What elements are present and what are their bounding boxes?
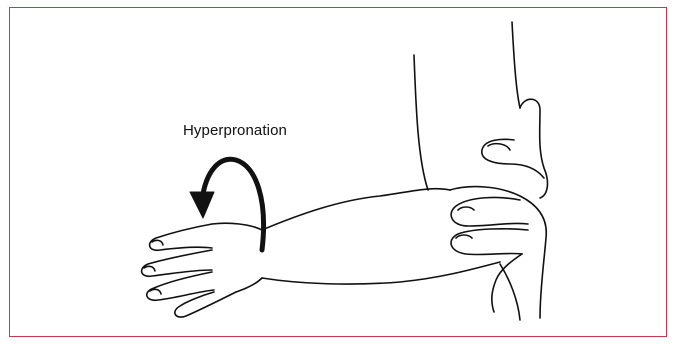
- examiner-thumb: [520, 99, 547, 198]
- patient-wrist-top: [212, 223, 262, 230]
- rotation-arrow-head: [190, 192, 214, 218]
- rotation-arrow-arc: [202, 159, 264, 250]
- patient-fingernail-3: [150, 289, 161, 294]
- patient-finger-1: [150, 224, 212, 250]
- examiner-thumbnail: [488, 144, 510, 150]
- upper-arm-left-contour: [414, 55, 428, 190]
- patient-hand-heel: [236, 278, 262, 292]
- forearm-upper-contour: [262, 189, 450, 230]
- patient-fingernail-2: [144, 266, 155, 271]
- examiner-fingernail-2: [456, 235, 472, 238]
- examiner-finger-1: [451, 198, 528, 226]
- hyperpronation-label: Hyperpronation: [183, 122, 287, 139]
- upper-arm-right-contour: [512, 22, 520, 108]
- patient-finger-3: [147, 272, 214, 300]
- patient-fingernail-1: [152, 240, 163, 245]
- examiner-finger-2: [451, 229, 528, 255]
- examiner-wrist-lower: [500, 264, 520, 320]
- patient-finger-2: [142, 250, 212, 276]
- examiner-fingernail-1: [458, 207, 474, 210]
- forearm-lower-contour: [262, 262, 500, 284]
